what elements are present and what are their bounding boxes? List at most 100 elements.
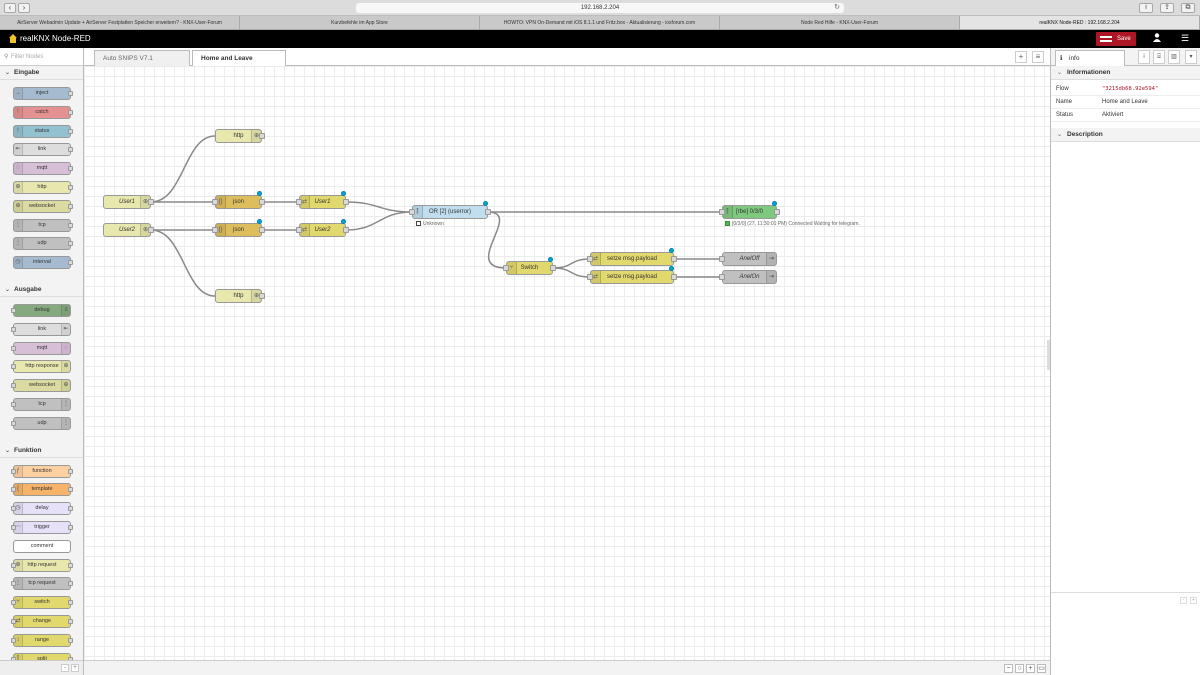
input-port[interactable] bbox=[212, 227, 218, 233]
tab-home-and-leave[interactable]: Home and Leave bbox=[192, 50, 286, 67]
tab-info[interactable]: ℹ info bbox=[1055, 50, 1125, 66]
palette-node-websocket[interactable]: ⊕websocket bbox=[11, 379, 71, 393]
output-port[interactable] bbox=[485, 209, 491, 215]
palette-node-interval[interactable]: ◷interval bbox=[13, 256, 73, 270]
dashboard-tab-icon[interactable]: ▥ bbox=[1168, 50, 1180, 64]
section-description[interactable]: ⌄ Description bbox=[1051, 128, 1200, 142]
reload-icon[interactable]: ↻ bbox=[834, 4, 840, 11]
forward-button[interactable]: › bbox=[18, 3, 30, 13]
palette-node-mqtt[interactable]: ◌mqtt bbox=[13, 162, 73, 176]
palette-node-inject[interactable]: →inject bbox=[13, 87, 73, 100]
palette-node-range[interactable]: ↕range bbox=[11, 633, 73, 647]
change-node[interactable]: ⇄ setze msg.payload bbox=[587, 248, 677, 266]
json-node[interactable]: {} json bbox=[212, 219, 265, 237]
tabs-icon[interactable]: ⧉ bbox=[1181, 3, 1195, 13]
input-port[interactable] bbox=[503, 265, 509, 271]
palette-node-switch[interactable]: ⑂switch bbox=[11, 596, 73, 610]
http-in-node[interactable]: http ⊕ bbox=[215, 129, 265, 143]
palette-node-status[interactable]: !status bbox=[13, 124, 73, 138]
browser-tab-active[interactable]: realKNX Node-RED : 192.168.2.204 bbox=[960, 16, 1200, 29]
deploy-button[interactable]: Save bbox=[1096, 32, 1136, 46]
palette-node-tcp[interactable]: ⋮tcp bbox=[13, 218, 73, 232]
output-port[interactable] bbox=[259, 293, 265, 299]
address-bar[interactable]: 192.168.2.204 ↻ bbox=[356, 3, 844, 13]
palette-category-ausgabe[interactable]: ⌄Ausgabe bbox=[0, 283, 83, 297]
switch-node[interactable]: ⑂ Switch bbox=[503, 257, 556, 275]
palette-node-udp[interactable]: ⋮udp bbox=[11, 416, 71, 430]
input-port[interactable] bbox=[409, 209, 415, 215]
info-icon[interactable]: i bbox=[1139, 3, 1153, 13]
user2-input-node[interactable]: User2 ⊕ bbox=[103, 223, 154, 237]
palette-node-websocket[interactable]: ⊕websocket bbox=[13, 199, 73, 213]
output-port[interactable] bbox=[343, 227, 349, 233]
section-informationen[interactable]: ⌄ Informationen bbox=[1051, 66, 1200, 80]
palette-node-http-request[interactable]: ⊕http request bbox=[11, 558, 73, 572]
browser-tab[interactable]: Kurzbefehle im App Store bbox=[240, 16, 480, 29]
menu-icon[interactable]: ☰ bbox=[1180, 33, 1190, 43]
palette-node-mqtt[interactable]: ◌mqtt bbox=[11, 341, 71, 355]
palette-node-debug[interactable]: ≡debug bbox=[11, 304, 71, 317]
sidebar-splitter[interactable] bbox=[1047, 340, 1050, 370]
output-port[interactable] bbox=[550, 265, 556, 271]
zoom-reset-button[interactable]: ○ bbox=[1015, 664, 1024, 673]
navigator-button[interactable]: ▭ bbox=[1037, 664, 1046, 673]
debug-tab-icon[interactable]: ⌸ bbox=[1153, 50, 1165, 64]
user2-change-node[interactable]: ⇄ User2 bbox=[296, 219, 349, 237]
palette-category-eingabe[interactable]: ⌄Eingabe bbox=[0, 66, 83, 80]
output-port[interactable] bbox=[671, 256, 677, 262]
input-port[interactable] bbox=[587, 274, 593, 280]
expand-all-button[interactable]: + bbox=[71, 664, 79, 672]
palette-node-udp[interactable]: ⋮udp bbox=[13, 237, 73, 251]
tab-auto-snips[interactable]: Auto SNIPS V7.1 bbox=[94, 50, 190, 66]
palette-node-change[interactable]: ⇄change bbox=[11, 615, 73, 628]
input-port[interactable] bbox=[296, 199, 302, 205]
input-port[interactable] bbox=[719, 256, 725, 262]
knx-rbe-node[interactable]: ⫿ [rbe] 0/3/0 bbox=[719, 201, 780, 219]
input-port[interactable] bbox=[719, 274, 725, 280]
browser-tab[interactable]: Node Red Hilfe - KNX-User-Forum bbox=[720, 16, 960, 29]
output-port[interactable] bbox=[343, 199, 349, 205]
flow-canvas[interactable]: http ⊕ User1 ⊕ {} json ⇄ User1 User2 ⊕ bbox=[84, 66, 1050, 660]
palette-node-link[interactable]: ⇤link bbox=[13, 143, 73, 157]
input-port[interactable] bbox=[587, 256, 593, 262]
output-port[interactable] bbox=[259, 199, 265, 205]
input-port[interactable] bbox=[296, 227, 302, 233]
palette-node-link[interactable]: ⇤link bbox=[11, 322, 71, 336]
anel-on-link-node[interactable]: AnelOn ⇥ bbox=[719, 270, 777, 284]
palette-node-tcp-request[interactable]: ⋮tcp request bbox=[11, 577, 73, 591]
palette-node-http-response[interactable]: ⊕http response bbox=[11, 360, 71, 374]
zoom-in-button[interactable]: + bbox=[1026, 664, 1035, 673]
palette-node-delay[interactable]: ◷delay bbox=[11, 502, 73, 516]
palette-node-catch[interactable]: !catch bbox=[13, 105, 73, 119]
user1-input-node[interactable]: User1 ⊕ bbox=[103, 195, 154, 209]
add-flow-button[interactable]: + bbox=[1015, 51, 1027, 63]
output-port[interactable] bbox=[774, 209, 780, 215]
collapse-all-button[interactable]: - bbox=[61, 664, 69, 672]
json-node[interactable]: {} json bbox=[212, 191, 265, 209]
output-port[interactable] bbox=[148, 227, 154, 233]
share-icon[interactable]: ⇪ bbox=[1160, 3, 1174, 13]
change-node[interactable]: ⇄ setze msg.payload bbox=[587, 266, 677, 284]
back-button[interactable]: ‹ bbox=[4, 3, 16, 13]
filter-nodes-input[interactable]: ⚲ Filter Nodes bbox=[0, 48, 83, 66]
palette-node-comment[interactable]: comment bbox=[13, 539, 71, 553]
output-port[interactable] bbox=[148, 199, 154, 205]
browser-tab[interactable]: HOWTO: VPN On-Demand mit iOS 8.1.1 und F… bbox=[480, 16, 720, 29]
sidebar-menu-icon[interactable]: ▾ bbox=[1185, 50, 1197, 64]
collapse-icon[interactable]: - bbox=[1180, 597, 1187, 604]
list-flows-icon[interactable]: ≡ bbox=[1032, 51, 1044, 63]
palette-node-template[interactable]: {template bbox=[11, 483, 73, 497]
input-port[interactable] bbox=[719, 209, 725, 215]
expand-icon[interactable]: + bbox=[1190, 597, 1197, 604]
info-tab-icon[interactable]: i bbox=[1138, 50, 1150, 64]
palette-node-trigger[interactable]: ⋯trigger bbox=[11, 521, 73, 534]
browser-tab[interactable]: AirServer Webadmin Update + AirServer Fe… bbox=[0, 16, 240, 29]
input-port[interactable] bbox=[212, 199, 218, 205]
user-icon[interactable] bbox=[1152, 33, 1162, 44]
palette-category-funktion[interactable]: ⌄Funktion bbox=[0, 444, 83, 458]
anel-off-link-node[interactable]: AnelOff ⇥ bbox=[719, 252, 777, 266]
or-logic-node[interactable]: ⫿ OR [2] (userror) bbox=[409, 201, 491, 219]
output-port[interactable] bbox=[259, 227, 265, 233]
zoom-out-button[interactable]: − bbox=[1004, 664, 1013, 673]
